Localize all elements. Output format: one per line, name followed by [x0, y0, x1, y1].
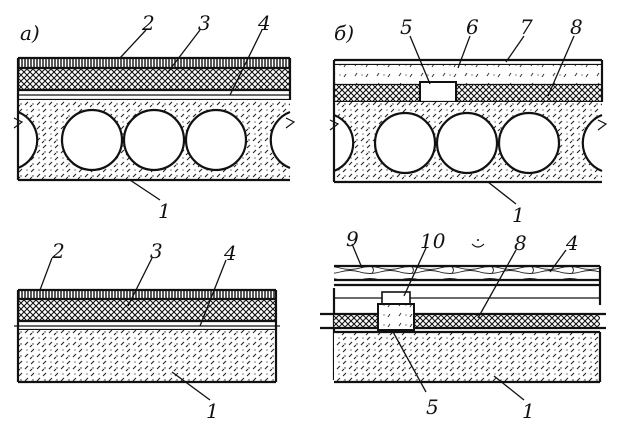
callout-3: 3 [198, 11, 211, 35]
layer-insulation [18, 68, 290, 90]
section-bottom-left: 2 3 4 1 [14, 239, 280, 423]
callout-9: 9 [346, 227, 359, 251]
sleeper-pad [381, 291, 411, 305]
callout-1-right: 1 [512, 203, 525, 227]
callout-7: 7 [520, 15, 533, 39]
callout-10: 10 [420, 229, 446, 253]
callout-6: 6 [466, 15, 479, 39]
callout-1: 1 [158, 199, 171, 223]
layer-wood-floor [334, 266, 600, 280]
callout-3-bottom: 3 [150, 239, 163, 263]
stray-mark [471, 243, 485, 248]
layer-covering [18, 58, 290, 68]
layer-screed [334, 65, 602, 85]
support-block [419, 81, 457, 103]
support-block-bottom [377, 303, 415, 331]
layer-insulation-right [334, 85, 602, 102]
callout-5: 5 [400, 15, 413, 39]
layer-covering-bottom [18, 290, 276, 299]
callout-4: 4 [257, 11, 271, 35]
solid-slab [18, 330, 276, 382]
callout-1-bottom-right: 1 [522, 399, 535, 423]
callout-1-bottom: 1 [206, 399, 219, 423]
callout-2-bottom: 2 [51, 239, 65, 263]
panel-label-a: а) [20, 21, 40, 45]
section-top-right: б) 5 6 7 8 1 [329, 15, 608, 227]
callout-4-bottom: 4 [223, 241, 237, 265]
section-bottom-right: 9 10 8 4 5 1 [320, 227, 606, 423]
callout-4-bottom-right: 4 [565, 231, 579, 255]
callout-8: 8 [570, 15, 583, 39]
solid-slab-right [334, 332, 600, 382]
callout-5-bottom: 5 [426, 395, 439, 419]
section-top-left: а) 2 3 4 1 [13, 11, 296, 223]
layer-insulation-bottom [18, 299, 276, 321]
callout-2: 2 [141, 11, 155, 35]
callout-8-bottom: 8 [514, 231, 527, 255]
layer-insulation-bottom-right [334, 314, 600, 328]
panel-label-b: б) [334, 21, 354, 45]
